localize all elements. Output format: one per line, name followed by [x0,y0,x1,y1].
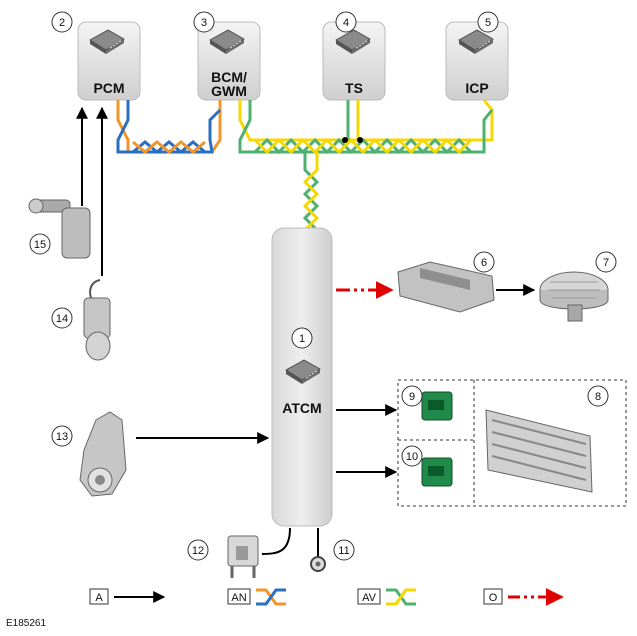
key-a: A [89,588,166,605]
svg-text:AV: AV [362,592,377,604]
icp-module: ICP [445,21,509,101]
heater-group-box [397,379,627,507]
fuse-wire [261,527,291,555]
blower-control-module [397,261,495,313]
svg-text:12: 12 [192,545,204,557]
sensor-13 [79,411,127,497]
callout-14: 14 [51,307,73,329]
callout-4: 4 [335,11,357,33]
svg-text:3: 3 [201,17,207,29]
svg-text:6: 6 [481,257,487,269]
junction-dot-2 [357,137,363,143]
callout-1: 1 [291,327,313,349]
svg-text:1: 1 [299,333,305,345]
svg-text:2: 2 [59,17,65,29]
relay-lower [421,457,453,487]
svg-text:11: 11 [338,545,349,557]
callout-10: 10 [401,445,423,467]
relay-upper [421,391,453,421]
heater-element [485,409,593,493]
atcm-module: ATCM [271,227,333,527]
svg-text:13: 13 [56,431,68,443]
svg-text:4: 4 [343,17,349,29]
svg-text:AN: AN [231,592,246,604]
callout-7: 7 [595,251,617,273]
svg-text:A: A [95,592,103,604]
callout-11: 11 [333,539,355,561]
junction-dot-1 [342,137,348,143]
ts-label: TS [345,80,363,96]
blower-motor [539,271,609,322]
svg-text:15: 15 [34,239,46,251]
ground-terminal [310,528,326,572]
svg-text:5: 5 [485,17,491,29]
bus-av-yellow-green [238,99,494,232]
svg-text:14: 14 [56,313,68,325]
callout-5: 5 [477,11,499,33]
atcm-label: ATCM [282,400,321,416]
callout-3: 3 [193,11,215,33]
callout-15: 15 [29,233,51,255]
bcm-label-line1: BCM/ [211,69,247,85]
reference-code: E185261 [6,618,46,629]
callout-6: 6 [473,251,495,273]
svg-text:O: O [489,592,498,604]
pcm-module: PCM [77,21,141,101]
fuse [227,535,259,578]
key-av: AV [357,588,416,606]
callout-8: 8 [587,385,609,407]
callout-13: 13 [51,425,73,447]
ts-module: TS [322,21,386,101]
svg-text:8: 8 [595,391,601,403]
bcm-label-line2: GWM [211,83,247,99]
sensor-15 [28,198,91,259]
sensor-14 [83,279,111,361]
callout-12: 12 [187,539,209,561]
bcm-gwm-module: BCM/ GWM [197,21,261,101]
svg-text:10: 10 [406,451,418,463]
key-o: O [483,588,564,606]
callout-2: 2 [51,11,73,33]
pcm-label: PCM [93,80,124,96]
svg-text:7: 7 [603,257,609,269]
bus-an-orange-blue [116,100,222,154]
key-an: AN [227,588,286,606]
icp-label: ICP [465,80,488,96]
callout-9: 9 [401,385,423,407]
svg-text:9: 9 [409,391,415,403]
